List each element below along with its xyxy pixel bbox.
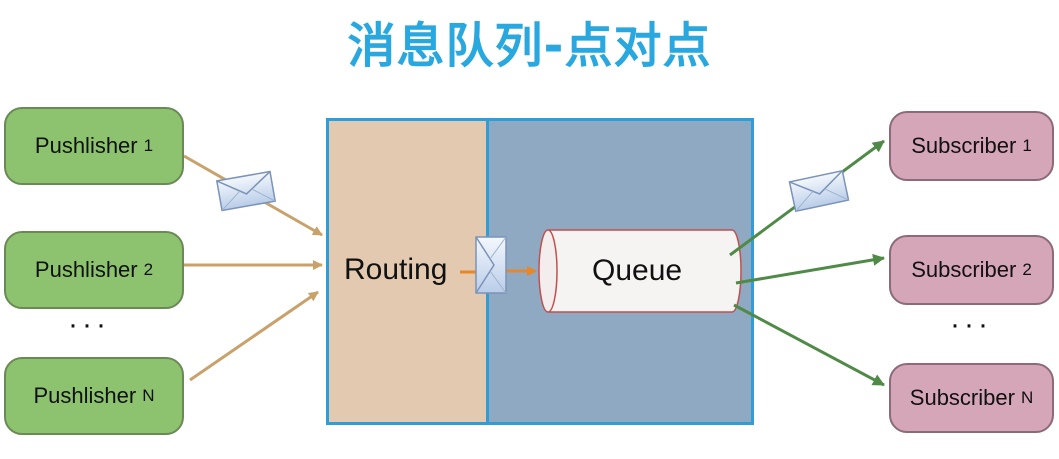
publisher-n-arrow xyxy=(189,290,319,382)
subscriber-suffix: 2 xyxy=(1022,260,1032,279)
publisher-suffix: 1 xyxy=(143,136,154,155)
page-title: 消息队列-点对点 xyxy=(347,18,712,74)
routing-label: Routing xyxy=(344,253,448,286)
publisher-label: Pushlisher xyxy=(33,383,137,408)
queue-label: Queue xyxy=(592,254,683,287)
publisher-suffix: 2 xyxy=(143,260,154,279)
envelope-icon xyxy=(475,236,507,294)
subscriber-1-node[interactable]: Subscriber 1 xyxy=(889,111,1054,181)
subscriber-label: Subscriber xyxy=(911,257,1017,282)
subscriber-suffix: 1 xyxy=(1022,136,1032,155)
publisher-suffix: N xyxy=(142,386,155,405)
publisher-n-node[interactable]: Pushlisher N xyxy=(4,357,184,435)
publisher-label: Pushlisher xyxy=(34,133,138,158)
subscriber-n-node[interactable]: Subscriber N xyxy=(889,363,1054,433)
subscriber-n-arrow xyxy=(733,303,885,387)
publisher-label: Pushlisher xyxy=(34,257,138,282)
subscriber-suffix: N xyxy=(1020,388,1034,407)
envelope-icon xyxy=(215,170,277,212)
subscriber-label: Subscriber xyxy=(911,133,1017,158)
subscriber-2-node[interactable]: Subscriber 2 xyxy=(889,235,1054,305)
subscriber-ellipsis: ··· xyxy=(950,308,992,341)
subscriber-label: Subscriber xyxy=(909,385,1015,410)
envelope-icon xyxy=(788,169,850,213)
subscriber-2-arrow xyxy=(735,253,885,285)
queue-cylinder xyxy=(538,229,742,313)
publisher-1-node[interactable]: Pushlisher 1 xyxy=(4,107,184,185)
publisher-2-node[interactable]: Pushlisher 2 xyxy=(4,231,184,309)
publisher-ellipsis: ··· xyxy=(68,308,110,341)
